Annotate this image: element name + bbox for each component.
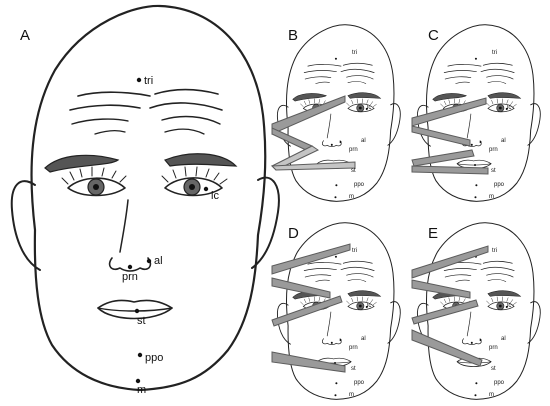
landmark-st-b: st: [351, 168, 356, 174]
panel-label-e: E: [428, 225, 438, 242]
landmark-al-a: al: [154, 255, 163, 267]
landmark-lc-e: lc: [507, 303, 511, 309]
wedge-d-2: [271, 277, 331, 299]
wedge-b-4: [270, 161, 356, 171]
wedge-d-4: [271, 351, 346, 373]
landmark-al-b: al: [361, 138, 366, 144]
panel-label-d: D: [288, 225, 299, 242]
landmark-m-d: m: [349, 392, 354, 398]
wedge-e-4: [411, 329, 483, 367]
landmark-prn-b: prn: [349, 147, 358, 153]
landmark-prn-d: prn: [349, 345, 358, 351]
wedge-c-3: [411, 149, 475, 167]
face-drawing-b: [276, 24, 401, 202]
landmark-ppo-e: ppo: [494, 380, 505, 386]
landmark-st-d: st: [351, 366, 356, 372]
wedge-c-4: [411, 165, 489, 175]
landmark-st-c: st: [491, 168, 496, 174]
wedge-e-1: [411, 245, 489, 279]
wedge-e-3: [411, 299, 479, 325]
panel-d: D tri lc al prn st ppo m: [271, 222, 401, 400]
landmark-m-b: m: [349, 194, 354, 200]
landmark-lc-b: lc: [367, 105, 371, 111]
landmark-ppo-d: ppo: [354, 380, 365, 386]
wedge-d-3: [271, 295, 343, 327]
landmark-tri-b: tri: [352, 50, 357, 56]
landmark-ppo-c: ppo: [494, 182, 505, 188]
landmark-al-e: al: [501, 336, 506, 342]
landmark-tri-c: tri: [492, 50, 497, 56]
face-drawing-a: [10, 4, 280, 392]
wedge-e-2: [411, 279, 471, 299]
landmark-st-e: st: [491, 366, 496, 372]
panel-label-a: A: [20, 27, 30, 44]
landmark-al-c: al: [501, 138, 506, 144]
landmark-ppo-a: ppo: [145, 352, 163, 364]
wedge-d-1: [271, 243, 351, 275]
landmark-prn-e: prn: [489, 345, 498, 351]
landmark-ppo-b: ppo: [354, 182, 365, 188]
wedge-c-1: [411, 97, 487, 127]
landmark-m-a: m: [137, 384, 146, 396]
landmark-tri-e: tri: [492, 248, 497, 254]
landmark-m-c: m: [489, 194, 494, 200]
panel-label-b: B: [288, 27, 298, 44]
landmark-st-a: st: [137, 315, 146, 327]
landmark-tri-d: tri: [352, 248, 357, 254]
landmark-lc-a: lc: [211, 190, 219, 202]
panel-label-c: C: [428, 27, 439, 44]
landmark-m-e: m: [489, 392, 494, 398]
landmark-prn-c: prn: [489, 147, 498, 153]
landmark-lc-c: lc: [507, 105, 511, 111]
landmark-prn-a: prn: [122, 271, 138, 283]
panel-c: C tri lc al prn st ppo m: [411, 24, 541, 202]
panel-a: A tri lc al prn st ppo m: [10, 4, 280, 396]
landmark-al-d: al: [361, 336, 366, 342]
panel-b: B tri lc al prn st ppo m: [270, 24, 401, 202]
wedge-c-2: [411, 125, 471, 147]
panel-e: E tri lc al prn st ppo m: [411, 222, 541, 400]
landmark-lc-d: lc: [367, 303, 371, 309]
landmark-tri-a: tri: [144, 75, 153, 87]
wedge-b-2: [271, 127, 314, 151]
wedge-b-1: [271, 95, 346, 135]
